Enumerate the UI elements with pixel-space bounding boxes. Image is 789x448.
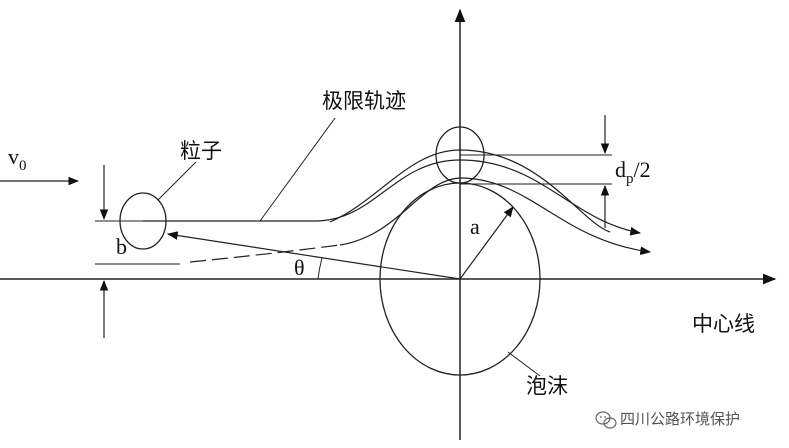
bubble-leader — [507, 351, 541, 377]
particle-label: 粒子 — [180, 139, 222, 163]
streamline-lower-dashed — [189, 244, 341, 263]
wechat-icon — [595, 411, 617, 429]
radius-to-particle — [166, 231, 461, 280]
watermark-text: 四川公路环境保护 — [620, 410, 740, 428]
centerline-label: 中心线 — [692, 312, 755, 336]
radius-a-arrow — [459, 206, 514, 280]
limit-trajectory-label: 极限轨迹 — [322, 89, 406, 113]
trajectory-leader — [259, 117, 336, 222]
streamline-lower — [339, 177, 652, 255]
b-label: b — [116, 234, 127, 259]
bubble-label: 泡沫 — [526, 374, 568, 398]
limit-trajectory-line — [143, 159, 642, 236]
radius-label: a — [470, 214, 480, 239]
angle-arc — [317, 257, 323, 280]
theta-label: θ — [294, 255, 305, 280]
particle-leader — [157, 161, 197, 201]
streamline-outer — [329, 149, 611, 233]
velocity-label: v0 — [8, 144, 27, 174]
dp-label: dp/2 — [615, 157, 651, 187]
